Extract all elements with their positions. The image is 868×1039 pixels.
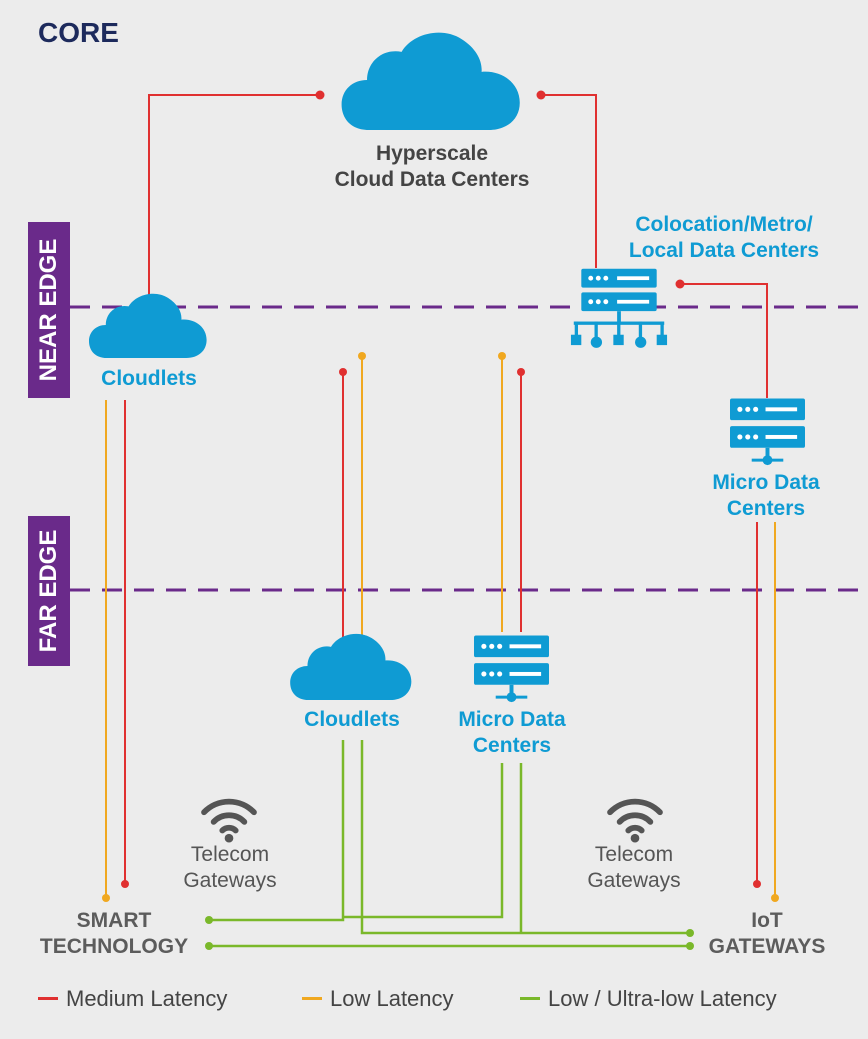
micro-far-server-icon	[474, 635, 549, 703]
legend-item-ultra-low-latency: Low / Ultra-low Latency	[520, 986, 777, 1012]
far-edge-label: FAR EDGE	[35, 529, 62, 653]
hyperscale-cloud-icon	[341, 32, 520, 130]
micro-far-label-line1: Micro Data	[458, 708, 566, 731]
medium-latency-links	[124, 94, 768, 884]
core-title: CORE	[38, 17, 119, 48]
colocation-label-line1: Colocation/Metro/	[635, 213, 813, 236]
telecom-left-wifi-icon	[204, 802, 254, 843]
cloudlets-far-cloud-icon	[290, 633, 412, 700]
iot-gateways-label: IoT GATEWAYS	[694, 908, 840, 961]
smart-technology-line1: SMART	[76, 909, 152, 932]
low-latency-links	[105, 356, 776, 898]
micro-far-label-line2: Centers	[472, 733, 552, 757]
telecom-right-label-line2: Gateways	[587, 868, 681, 892]
colocation-label: Colocation/Metro/ Local Data Centers	[600, 212, 848, 263]
telecom-right-wifi-icon	[610, 802, 660, 843]
micro-far-label: Micro Data Centers	[434, 707, 590, 758]
legend-swatch-ultra-low	[520, 996, 540, 1000]
hyperscale-label-line2: Cloud Data Centers	[334, 167, 530, 191]
legend-label-medium: Medium Latency	[66, 986, 228, 1011]
telecom-right-label: Telecom Gateways	[564, 842, 704, 893]
legend-label-ultra-low: Low / Ultra-low Latency	[548, 986, 777, 1011]
telecom-right-label-line1: Telecom	[594, 843, 674, 866]
micro-near-label-line2: Centers	[726, 496, 806, 520]
cloudlets-far-label: Cloudlets	[304, 708, 400, 731]
smart-technology-line2: TECHNOLOGY	[39, 935, 189, 959]
legend-swatch-medium	[38, 996, 58, 1000]
micro-near-label: Micro Data Centers	[690, 470, 842, 521]
cloudlets-near-label: Cloudlets	[101, 367, 197, 390]
near-edge-band: NEAR EDGE	[28, 222, 70, 398]
hyperscale-label-line1: Hyperscale	[375, 142, 489, 165]
colocation-label-line2: Local Data Centers	[628, 238, 820, 262]
telecom-left-label-line2: Gateways	[183, 868, 277, 892]
far-edge-band: FAR EDGE	[28, 516, 70, 666]
telecom-left-label-line1: Telecom	[190, 843, 270, 866]
legend-item-low-latency: Low Latency	[302, 986, 454, 1012]
medium-latency-dots	[121, 90, 761, 888]
ultra-low-latency-dots	[205, 916, 694, 950]
micro-near-server-icon	[730, 398, 805, 466]
legend-swatch-low	[302, 996, 322, 1000]
iot-gateways-line1: IoT	[751, 909, 783, 932]
telecom-left-label: Telecom Gateways	[160, 842, 300, 893]
legend-item-medium-latency: Medium Latency	[38, 986, 227, 1012]
low-latency-dots	[102, 352, 779, 902]
smart-technology-label: SMART TECHNOLOGY	[24, 908, 204, 961]
iot-gateways-line2: GATEWAYS	[708, 935, 826, 959]
ultra-low-latency-links	[209, 740, 690, 948]
micro-near-label-line1: Micro Data	[712, 471, 820, 494]
legend-label-low: Low Latency	[330, 986, 454, 1011]
near-edge-label: NEAR EDGE	[35, 238, 62, 382]
cloudlets-near-cloud-icon	[89, 293, 207, 358]
hyperscale-label: Hyperscale Cloud Data Centers	[300, 141, 564, 192]
colocation-server-network-icon	[570, 268, 668, 348]
